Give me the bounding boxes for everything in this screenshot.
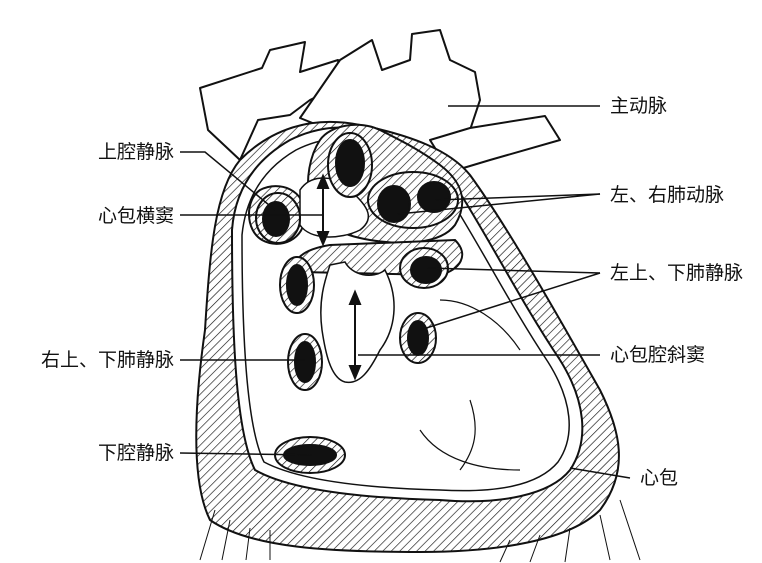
label-ivc: 下腔静脉 bbox=[64, 442, 174, 464]
pulmonary-artery-right-lumen bbox=[378, 186, 410, 222]
label-left-pulmonary-veins: 左上、下肺静脉 bbox=[610, 262, 743, 284]
right-lower-pv-lumen bbox=[295, 342, 315, 382]
label-right-pulmonary-veins: 右上、下肺静脉 bbox=[2, 349, 174, 371]
label-pericardium: 心包 bbox=[640, 467, 678, 489]
label-oblique-sinus: 心包腔斜窦 bbox=[610, 344, 705, 366]
label-pulmonary-arteries: 左、右肺动脉 bbox=[610, 184, 724, 206]
aorta-lumen bbox=[336, 140, 364, 186]
left-lower-pv-lumen bbox=[408, 321, 428, 355]
left-upper-pv-lumen bbox=[411, 257, 441, 283]
label-aorta: 主动脉 bbox=[610, 95, 667, 117]
pulmonary-artery-left-lumen bbox=[418, 182, 450, 212]
label-transverse-sinus: 心包横窦 bbox=[64, 205, 174, 227]
right-upper-pv-lumen bbox=[287, 265, 307, 305]
svc-lumen bbox=[263, 202, 289, 236]
label-svc: 上腔静脉 bbox=[64, 141, 174, 163]
